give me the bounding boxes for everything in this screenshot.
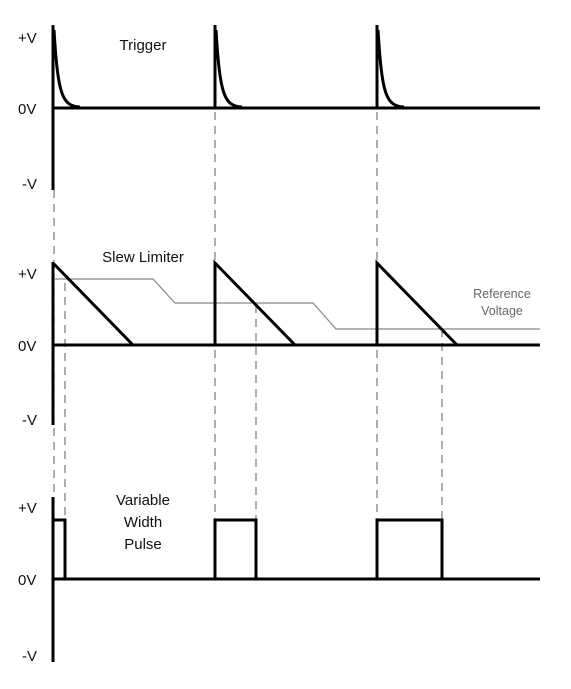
slew-title: Slew Limiter (102, 249, 184, 266)
pulse-3 (375, 518, 444, 579)
trigger-neg-label: -V (22, 176, 37, 193)
slew-ramp-3 (375, 259, 459, 347)
slew-panel: +V 0V -V Slew Limiter Reference Voltage (18, 249, 540, 429)
pulse-zero-label: 0V (18, 572, 36, 589)
pulse-pos-label: +V (18, 500, 37, 517)
pulse-title-line2: Width (124, 514, 162, 531)
pulse-title-line3: Pulse (124, 536, 162, 553)
pulse-1 (54, 518, 67, 579)
timing-guides (53, 112, 443, 520)
trigger-pos-label: +V (18, 30, 37, 47)
slew-pos-label: +V (18, 266, 37, 283)
trigger-panel: +V 0V -V Trigger (18, 25, 540, 193)
trigger-zero-label: 0V (18, 101, 36, 118)
reference-voltage-label-line2: Voltage (481, 304, 523, 318)
slew-zero-label: 0V (18, 338, 36, 355)
pulse-2 (213, 518, 258, 579)
reference-voltage-label-line1: Reference (473, 287, 531, 301)
pulse-title-line1: Variable (116, 492, 170, 509)
pulse-neg-label: -V (22, 648, 37, 665)
trigger-spike-3 (376, 29, 405, 109)
trigger-title: Trigger (120, 37, 167, 54)
trigger-spike-1 (52, 29, 81, 109)
pulse-panel: +V 0V -V Variable Width Pulse (18, 492, 540, 665)
slew-ramp-1 (52, 262, 135, 347)
slew-neg-label: -V (22, 412, 37, 429)
slew-ramp-2 (213, 259, 297, 347)
reference-voltage-line (54, 278, 540, 330)
trigger-spike-2 (214, 29, 243, 109)
